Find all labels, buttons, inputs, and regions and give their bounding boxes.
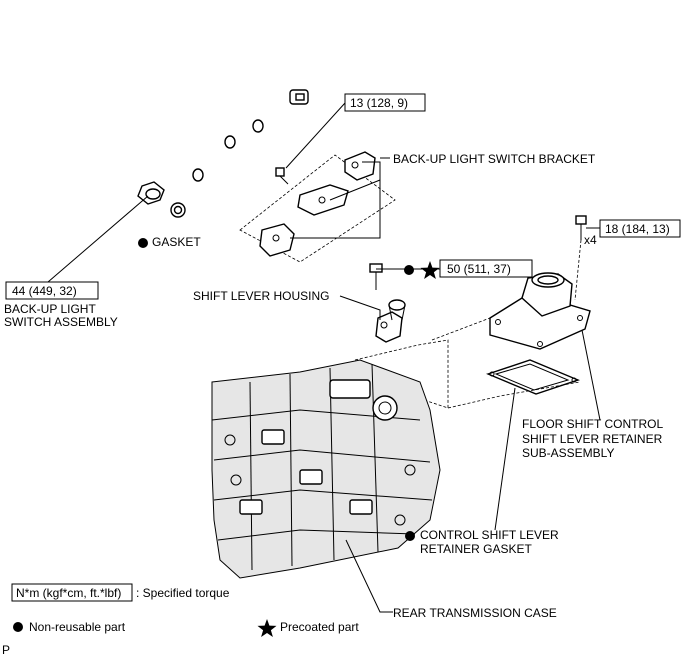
torque-housing-bolt: 50 (511, 37) bbox=[447, 262, 511, 276]
legend-precoated-star bbox=[257, 619, 277, 637]
label-retainer-line1: FLOOR SHIFT CONTROL bbox=[522, 417, 663, 431]
torque-box-switch-frame bbox=[5, 281, 99, 300]
torque-retainer-bolt: 18 (184, 13) bbox=[605, 222, 670, 236]
leader-lines bbox=[47, 102, 601, 613]
shift-lever-housing-illustration bbox=[369, 263, 406, 343]
torque-box-bracket-bolt-frame bbox=[344, 93, 426, 112]
floor-shift-control-retainer-illustration bbox=[489, 215, 591, 350]
label-retainer-gasket-line2: RETAINER GASKET bbox=[420, 542, 532, 556]
legend-precoated-text: Precoated part bbox=[280, 620, 359, 634]
legend-non-reusable-dot bbox=[13, 622, 23, 632]
label-retainer-line3: SUB-ASSEMBLY bbox=[522, 446, 614, 460]
non-reusable-dot-housing-bolt bbox=[404, 265, 414, 275]
back-up-light-switch-bracket-illustration bbox=[239, 151, 396, 263]
label-rear-transmission-case: REAR TRANSMISSION CASE bbox=[393, 606, 557, 620]
legend-torque-units: N*m (kgf*cm, ft.*lbf) bbox=[16, 586, 121, 600]
legend-torque-description: : Specified torque bbox=[136, 586, 230, 600]
label-retainer-gasket-line1: CONTROL SHIFT LEVER bbox=[420, 528, 559, 542]
control-shift-lever-retainer-gasket-illustration bbox=[486, 359, 580, 395]
label-gasket: GASKET bbox=[152, 235, 201, 249]
label-switch-assembly-line1: BACK-UP LIGHT bbox=[4, 302, 96, 316]
non-reusable-dot-gasket bbox=[138, 238, 148, 248]
gasket-ring-illustration bbox=[170, 202, 186, 218]
legend-torque-box-frame bbox=[11, 583, 133, 602]
torque-box-housing-bolt-frame bbox=[439, 259, 533, 278]
label-shift-lever-housing: SHIFT LEVER HOUSING bbox=[193, 289, 329, 303]
bolt-quantity: x4 bbox=[584, 233, 597, 247]
back-up-light-switch-assembly-illustration bbox=[137, 89, 309, 205]
non-reusable-dot-retainer-gasket bbox=[405, 531, 415, 541]
torque-box-retainer-bolt-frame bbox=[599, 219, 681, 238]
torque-switch-assembly: 44 (449, 32) bbox=[12, 284, 77, 298]
rear-transmission-case-illustration bbox=[211, 359, 441, 579]
legend-non-reusable-text: Non-reusable part bbox=[29, 620, 126, 634]
label-back-up-light-switch-bracket: BACK-UP LIGHT SWITCH BRACKET bbox=[393, 152, 596, 166]
torque-bracket-bolt: 13 (128, 9) bbox=[350, 96, 408, 110]
label-switch-assembly-line2: SWITCH ASSEMBLY bbox=[4, 315, 118, 329]
precoated-star-housing-bolt bbox=[420, 261, 440, 279]
footer-code: P bbox=[2, 643, 10, 657]
label-retainer-line2: SHIFT LEVER RETAINER bbox=[522, 432, 663, 446]
